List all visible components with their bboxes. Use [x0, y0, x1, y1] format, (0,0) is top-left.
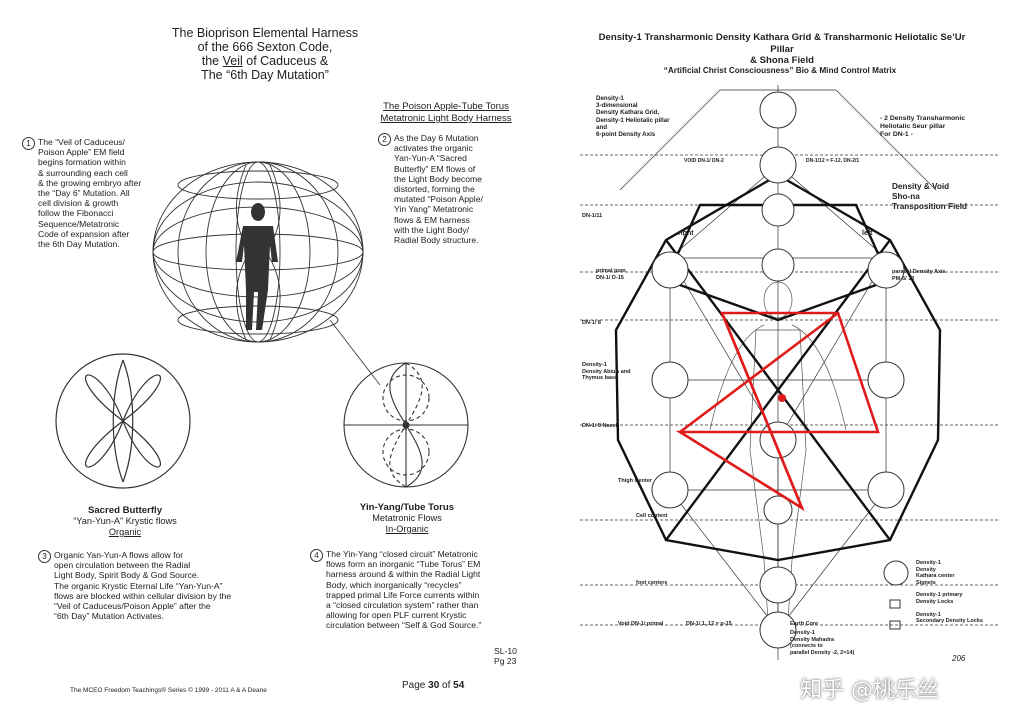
note-4: 4 The Yin-Yang “closed circuit” Metatron…	[310, 549, 522, 631]
label-void-bottom-r: DN-1/ 1, 12 = p-15	[686, 621, 732, 627]
connector-line	[330, 320, 380, 385]
label-void-bottom: Void DN-1/ primal	[618, 621, 663, 627]
legend-text: Density-1 Density Kathara center Signets…	[916, 560, 983, 625]
note-3: 3 Organic Yan-Yun-A flows allow for open…	[38, 550, 278, 621]
label-bottom-notes: Density-1 Density Mahadra (connects to p…	[790, 630, 854, 656]
butterfly-figure	[56, 354, 190, 488]
watermark-text: 知乎 @桃乐丝	[800, 672, 939, 704]
copyright-footer: The MCEO Freedom Teachings® Series © 199…	[70, 687, 267, 694]
pentagram-star	[680, 313, 878, 508]
note-number: 4	[310, 549, 323, 562]
label-shona-field: Density & Void Sho-na Transposition Fiel…	[892, 182, 967, 212]
label-parallel-axis: parallel Density Axis PM-5/ 10	[892, 269, 946, 282]
label-primal-pom: primal pom DN-1/ D-15	[596, 268, 626, 281]
yinyang-caption: Yin-Yang/Tube Torus Metatronic Flows In-…	[332, 502, 482, 535]
red-center-dot	[778, 394, 786, 402]
label-cell-content: Cell content	[636, 513, 667, 519]
label-density-tr: - 2 Density Transharmonic Heliotalic Seu…	[880, 115, 965, 139]
label-right: right	[678, 230, 694, 237]
label-left: left	[862, 230, 873, 237]
label-thigh-center: Thigh Center	[618, 478, 652, 484]
yinyang-figure	[344, 363, 468, 487]
note-number: 3	[38, 550, 51, 563]
label-void-top-r: DN-1/12 = F-12, DN-2/1	[806, 158, 859, 164]
label-dn1-11: DN-1/11	[582, 213, 602, 219]
label-density-tl: Density-1 3-dimensional Density Kathara …	[596, 95, 670, 138]
label-dn1-8: DN-1/ 8	[582, 320, 601, 326]
label-foot-centers: foot centers	[636, 580, 667, 586]
butterfly-caption: Sacred Butterfly “Yan-Yun-A” Krystic flo…	[50, 505, 200, 538]
label-earth-core: Earth Core	[790, 621, 818, 627]
label-void-top-l: VOID DN-1/ DN-2	[684, 158, 724, 164]
label-density-abura: Density-1 Density AbiuA and Thymus base	[582, 362, 631, 382]
legend-boxes	[884, 561, 908, 629]
slide-ref: SL-10 Pg 23	[494, 646, 517, 666]
handwritten-page-number: 206	[952, 654, 965, 663]
page-number: Page 30 of 54	[402, 680, 464, 691]
label-dn1-navel: DN-1/ 8 Navel	[582, 423, 617, 429]
